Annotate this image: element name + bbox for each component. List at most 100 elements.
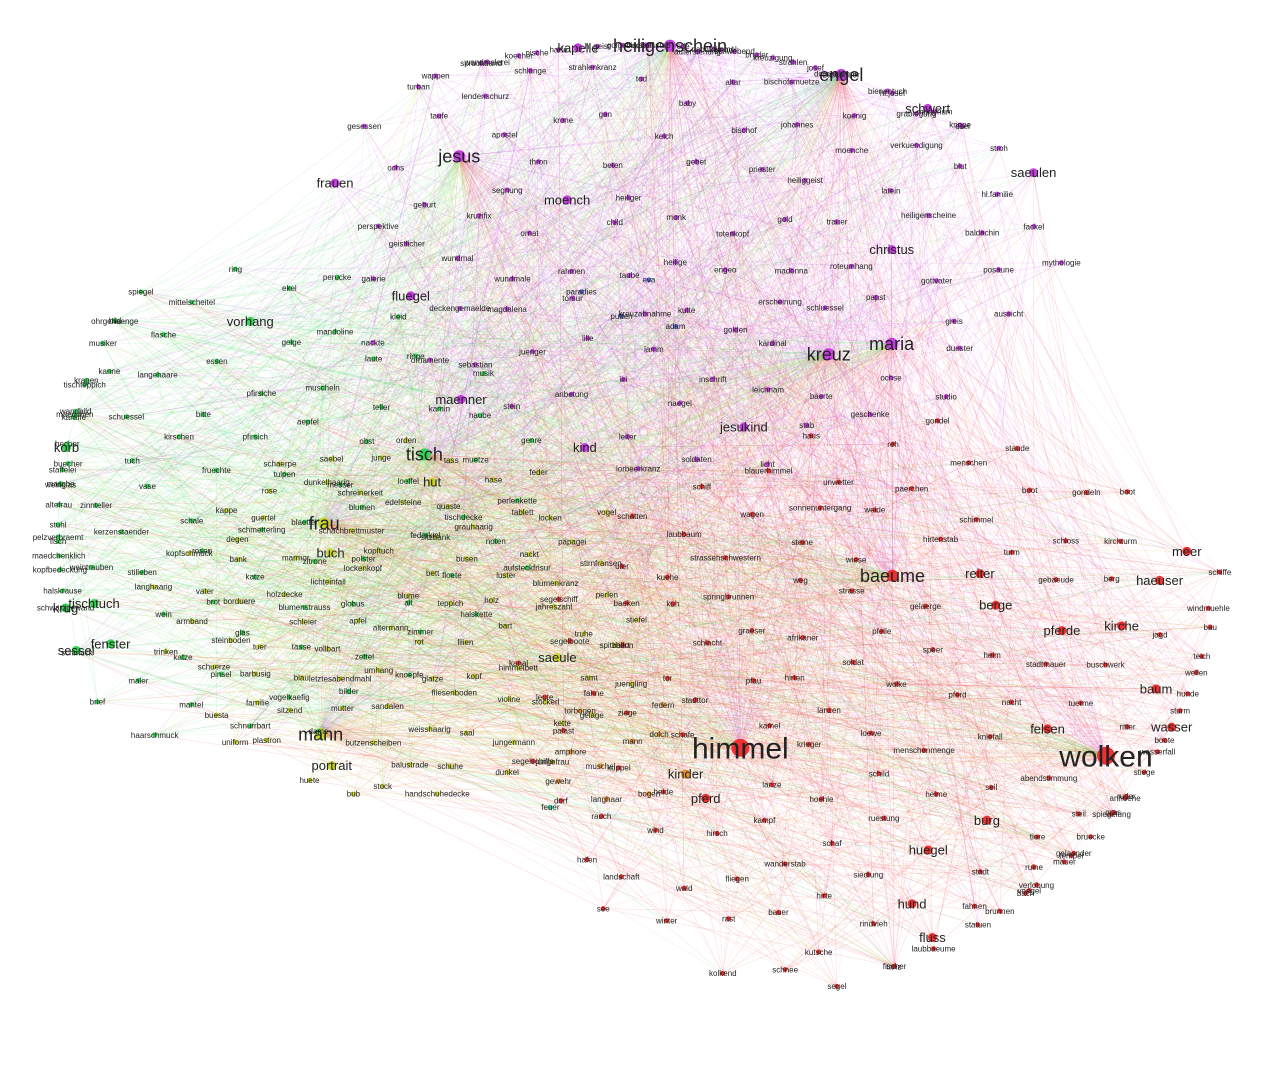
- edge: [892, 145, 917, 576]
- edge: [226, 155, 460, 511]
- edge: [593, 329, 736, 694]
- edge: [323, 337, 588, 524]
- edge: [261, 377, 892, 530]
- node-label: hirten: [785, 674, 805, 683]
- node-label: turban: [407, 83, 430, 92]
- edge: [687, 102, 893, 576]
- edge: [362, 180, 806, 569]
- edge: [320, 641, 420, 735]
- edge: [614, 51, 698, 223]
- edge: [424, 51, 698, 455]
- edge: [191, 221, 838, 705]
- edge: [641, 78, 892, 344]
- edge: [916, 145, 975, 907]
- edge: [323, 222, 615, 524]
- edge: [408, 595, 937, 795]
- edge: [257, 81, 734, 703]
- edge: [163, 129, 745, 335]
- node-label: gebaeude: [1038, 575, 1074, 584]
- edge: [121, 531, 741, 749]
- edge: [424, 169, 763, 455]
- edge: [628, 197, 934, 650]
- edge: [772, 343, 893, 576]
- edge: [279, 343, 773, 465]
- edge: [320, 51, 698, 735]
- node-label: saeulen: [1011, 165, 1057, 180]
- edge: [459, 155, 892, 250]
- edge: [493, 217, 677, 480]
- edge: [459, 156, 508, 310]
- edge: [504, 134, 1038, 838]
- edge: [424, 454, 601, 767]
- node-label: taube: [620, 271, 641, 280]
- edge: [605, 113, 1126, 799]
- node-label: stadt: [972, 867, 990, 876]
- edge: [327, 111, 936, 649]
- edge: [572, 297, 829, 355]
- node-label: vollbart: [315, 644, 342, 653]
- edge: [529, 232, 892, 250]
- edge: [504, 134, 697, 460]
- node-label: holz: [484, 596, 499, 605]
- edge: [605, 113, 769, 390]
- edge: [465, 575, 893, 643]
- edge: [76, 221, 838, 651]
- node-label: stadtmauer: [1026, 660, 1066, 669]
- edge: [254, 576, 772, 786]
- edge: [110, 521, 305, 644]
- edge: [147, 74, 842, 487]
- node-label: duester: [946, 344, 973, 353]
- edge: [295, 135, 665, 559]
- node-label: aepfel: [297, 418, 319, 427]
- edge: [189, 102, 688, 554]
- edge: [382, 279, 650, 787]
- node-label: burg: [974, 813, 1000, 828]
- edge: [623, 379, 947, 397]
- edge: [216, 45, 671, 471]
- edge: [402, 51, 698, 503]
- edge: [204, 44, 649, 592]
- edge: [623, 353, 829, 380]
- edge: [320, 115, 855, 735]
- edge: [304, 46, 598, 608]
- node-label: holzdecke: [267, 590, 304, 599]
- node-label: adam: [666, 322, 686, 331]
- node-label: korb: [54, 440, 79, 455]
- node-label: altar: [725, 78, 741, 87]
- edge: [261, 156, 460, 530]
- edge: [767, 389, 893, 576]
- node-label: kelch: [655, 132, 674, 141]
- edge: [431, 156, 460, 483]
- node-label: maria: [869, 334, 915, 354]
- edge: [779, 301, 926, 607]
- edge: [767, 180, 806, 465]
- edge: [628, 115, 855, 198]
- edge: [140, 291, 451, 604]
- edge: [254, 576, 1107, 757]
- edge: [408, 313, 646, 603]
- node-label: ekel: [282, 284, 297, 293]
- edge: [732, 233, 926, 607]
- edge: [476, 389, 769, 615]
- edge: [284, 156, 460, 475]
- edge: [605, 44, 649, 115]
- edge: [357, 115, 440, 621]
- edge: [828, 354, 1107, 756]
- node-label: bart: [498, 622, 513, 631]
- edge: [791, 81, 893, 576]
- edge: [538, 161, 893, 576]
- edge: [828, 165, 961, 355]
- edge: [465, 492, 1087, 643]
- edge: [378, 81, 734, 552]
- edge: [725, 269, 1026, 894]
- edge: [465, 74, 842, 643]
- edge: [476, 310, 687, 615]
- edge: [890, 215, 929, 378]
- node-label: ringe: [407, 352, 425, 361]
- edge: [653, 348, 829, 355]
- edge: [409, 310, 687, 676]
- edge: [114, 66, 593, 321]
- edge: [320, 338, 588, 735]
- edge: [890, 190, 892, 344]
- node-label: edelsteine: [385, 498, 422, 507]
